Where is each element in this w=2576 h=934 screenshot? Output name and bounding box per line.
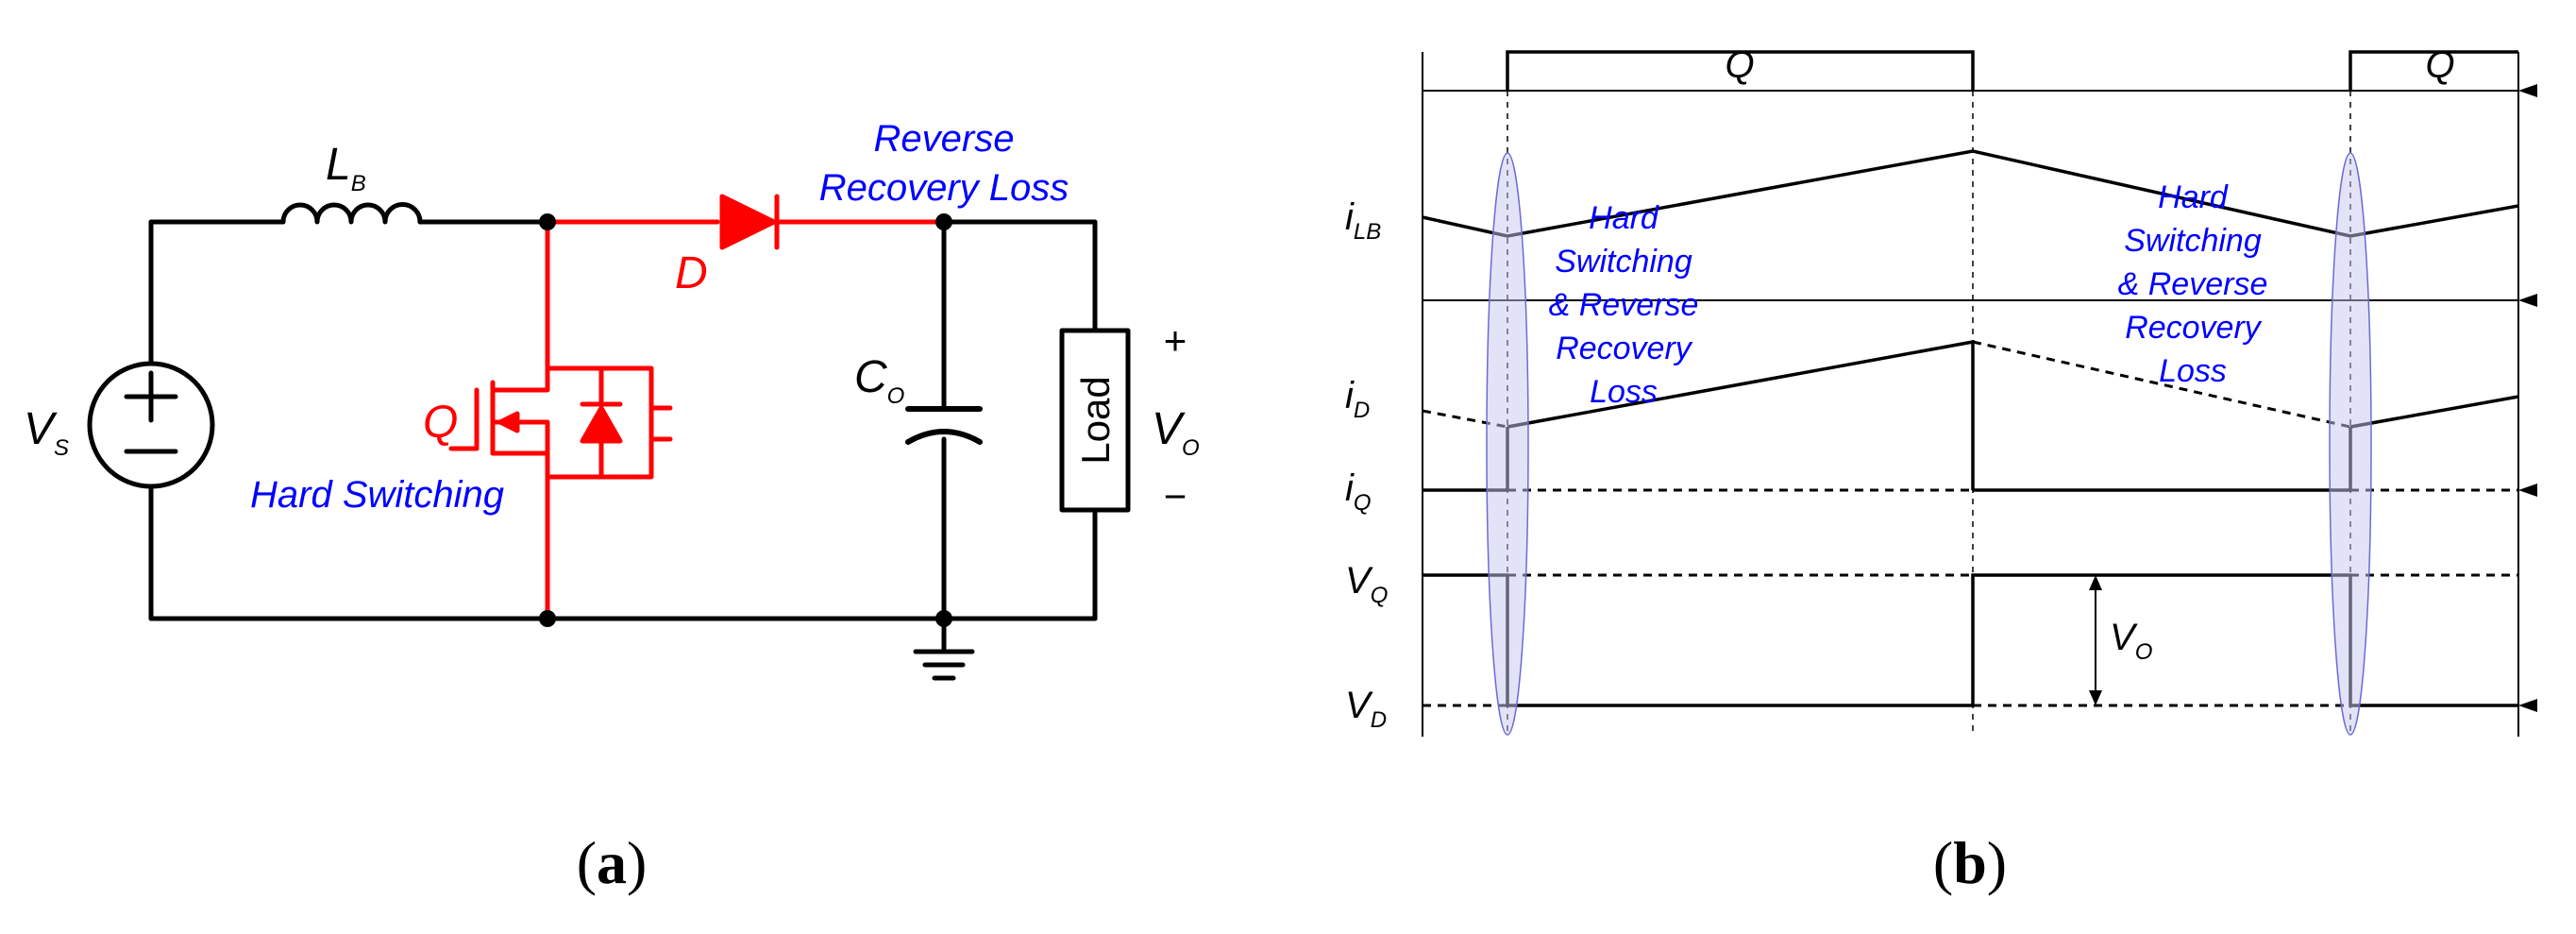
output-minus: − [1164, 474, 1187, 518]
reverse-recovery-label-line1: Reverse [874, 118, 1015, 160]
load-box [1059, 328, 1131, 513]
hard-switching-label: Hard Switching [250, 474, 504, 516]
svg-text:Recovery: Recovery [2125, 310, 2263, 346]
source-circle [87, 361, 215, 489]
voltage-source [87, 361, 215, 489]
vs-label: VS [24, 404, 69, 461]
load-label: Load [1073, 376, 1118, 464]
plus-symbol [124, 370, 178, 423]
vo-label: VO [1152, 404, 1200, 461]
output-plus: + [1164, 318, 1187, 363]
axis-arrows [2518, 84, 2537, 712]
body-diode-bar [580, 365, 623, 480]
mosfet-arrow [497, 411, 520, 433]
right-wire [941, 219, 1098, 333]
black-wiring [148, 219, 1098, 654]
transition-ellipse-left [1486, 152, 1529, 736]
ilb-label: iLB [1345, 196, 1381, 245]
junction-dots [539, 213, 952, 627]
switch-current-solid [1423, 427, 2352, 492]
gate-label-2: Q [2425, 44, 2454, 86]
caption-b: (b) [1933, 829, 2007, 896]
reverse-recovery-label-line2: Recovery Loss [819, 167, 1069, 209]
svg-text:& Reverse: & Reverse [1549, 287, 1699, 323]
id-label: iD [1345, 375, 1370, 423]
diode-label: D [675, 248, 708, 298]
mosfet-gate [448, 387, 480, 451]
diode-current-dashed [1422, 340, 2351, 429]
voltage-dashed [1423, 573, 2518, 707]
annotation-left: Hard Switching & Reverse Recovery Loss [1549, 200, 1699, 410]
diode-d-triangle [719, 194, 777, 250]
body-diode-cap [648, 405, 673, 442]
caption-a: (a) [577, 829, 648, 896]
annotation-right: Hard Switching & Reverse Recovery Loss [2118, 179, 2268, 389]
body-diode-triangle [580, 405, 623, 444]
timing-diagram [1422, 50, 2537, 737]
diode-current-solid [1507, 339, 2519, 490]
capacitor-co [905, 406, 983, 445]
vd-label: VD [1345, 685, 1387, 733]
svg-text:& Reverse: & Reverse [2118, 266, 2268, 302]
vq-label: VQ [1345, 560, 1388, 608]
gate-signal [1506, 50, 2518, 91]
gate-label-1: Q [1725, 44, 1754, 86]
vo-dimension-label: VO [2110, 617, 2152, 665]
svg-text:Switching: Switching [2124, 223, 2262, 259]
inductor-current-wave [1422, 149, 2519, 238]
svg-text:Recovery: Recovery [1556, 331, 1693, 366]
svg-text:Loss: Loss [1590, 374, 1658, 410]
circuit-labels: VS LB D Q CO Load + − VO Reverse Recover… [24, 118, 1200, 518]
transition-ellipse-right [2329, 152, 2372, 736]
ground-symbol [913, 649, 975, 681]
circuit-diagram [87, 194, 1131, 681]
svg-text:Hard: Hard [2158, 179, 2229, 215]
svg-text:Hard: Hard [1589, 200, 1659, 236]
vo-dimension-arrow [2089, 575, 2102, 705]
red-components [448, 194, 947, 621]
iq-label: iQ [1345, 467, 1372, 516]
capacitor-label: CO [854, 352, 904, 409]
inductor-lb [280, 202, 423, 225]
svg-text:Loss: Loss [2159, 353, 2227, 389]
svg-text:Switching: Switching [1555, 244, 1692, 280]
mosfet-label: Q [423, 398, 458, 448]
timing-labels: Q Q iLB iD iQ VQ VD VO Hard Switching & … [1345, 44, 2455, 733]
lb-label: LB [326, 140, 366, 196]
